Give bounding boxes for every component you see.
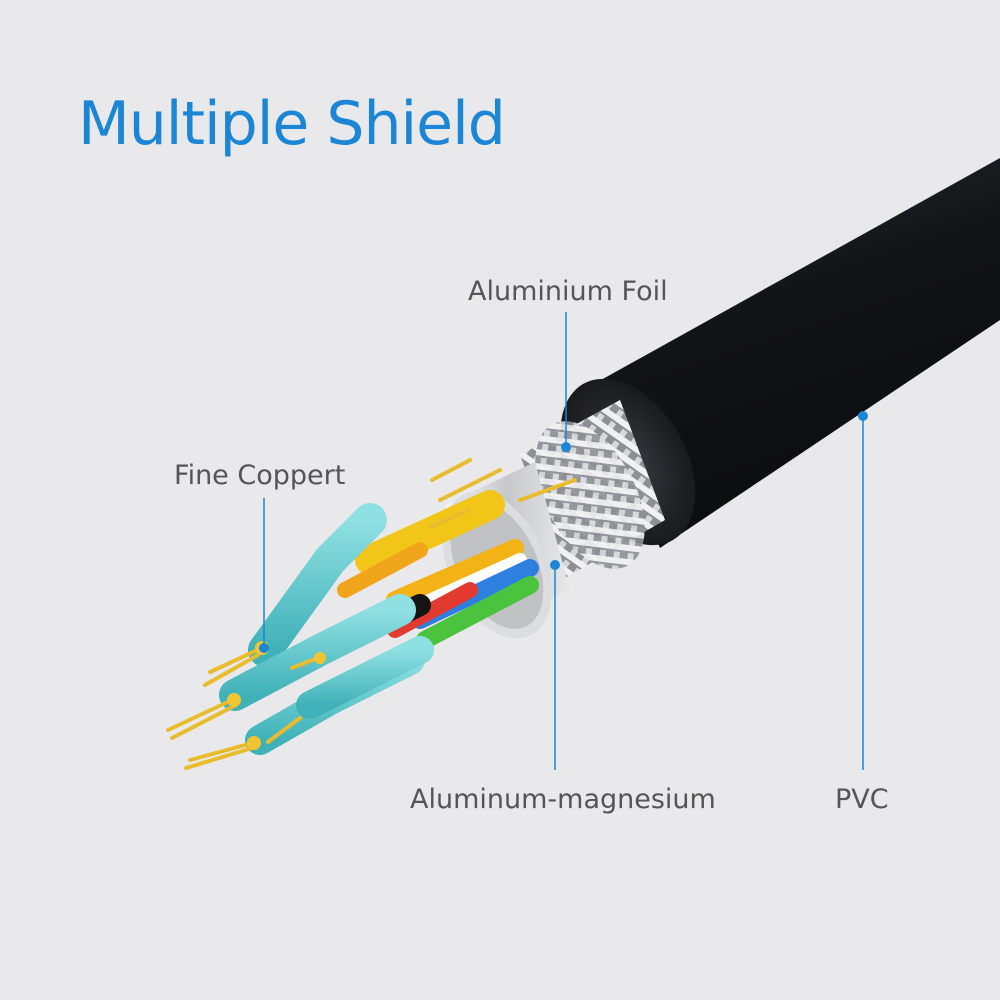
magnesium-callout-dot — [550, 560, 560, 570]
cyan-shielded-pairs — [219, 503, 434, 755]
fine-copper-strands — [166, 458, 577, 770]
braided-shield — [520, 400, 665, 578]
pvc-label: PVC — [835, 784, 889, 815]
aluminum-magnesium-label: Aluminum-magnesium — [410, 784, 716, 815]
callout-leaders — [263, 312, 864, 770]
fine-copper-label: Fine Coppert — [174, 460, 346, 491]
page-title: Multiple Shield — [78, 89, 506, 159]
pvc-callout-dot — [858, 411, 868, 421]
copper-callout-dot — [259, 643, 269, 653]
callout-dots — [259, 411, 868, 653]
foil-callout-dot — [561, 442, 571, 452]
aluminium-foil-label: Aluminium Foil — [468, 276, 668, 307]
